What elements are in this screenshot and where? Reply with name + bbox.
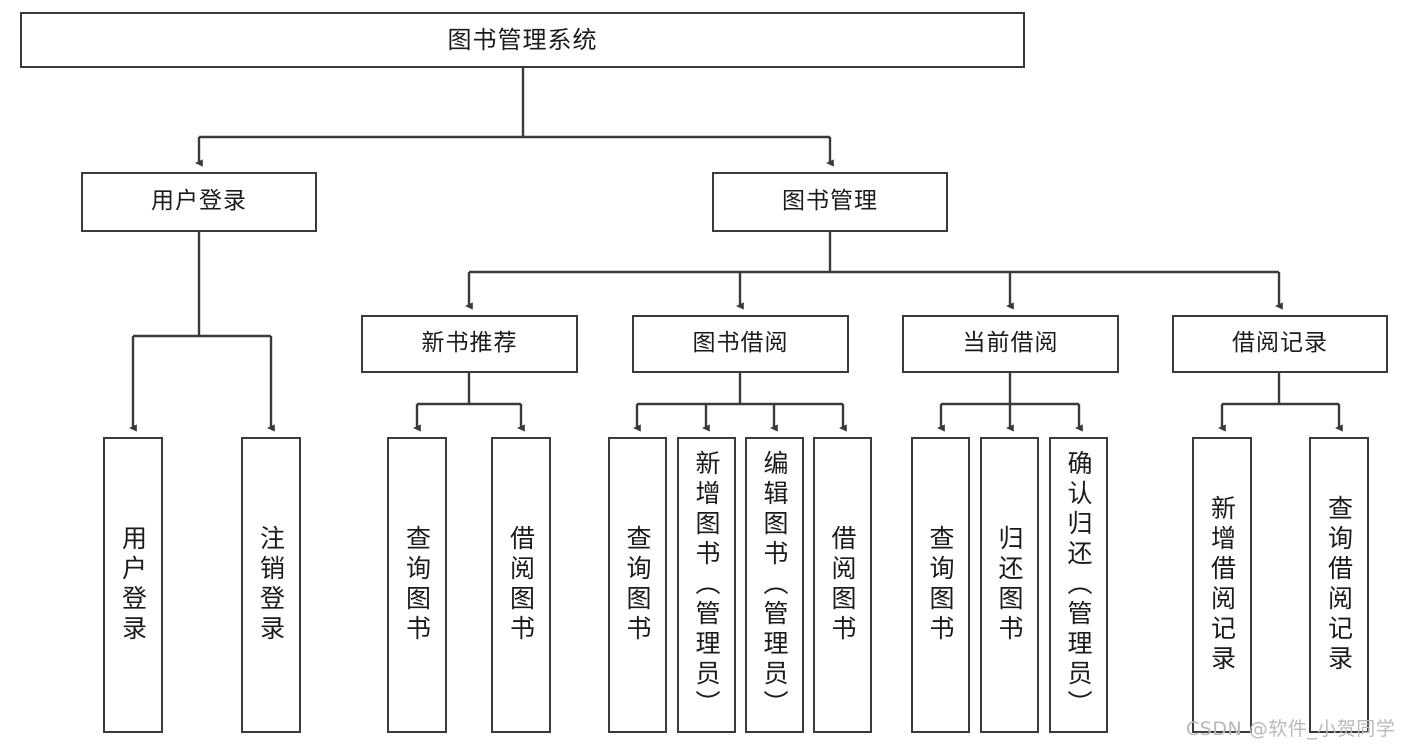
leaf-label: 借阅图书 bbox=[828, 525, 857, 645]
leaf-query-books-recommend[interactable]: 查询图书 bbox=[387, 437, 447, 733]
leaf-label: 注销登录 bbox=[256, 525, 286, 645]
leaf-label: 编辑图书（管理员） bbox=[760, 450, 789, 720]
node-label: 图书管理系统 bbox=[447, 25, 598, 54]
node-label: 新书推荐 bbox=[421, 330, 518, 357]
node-label: 用户登录 bbox=[151, 188, 247, 215]
node-label: 图书借阅 bbox=[692, 330, 789, 357]
leaf-label: 查询图书 bbox=[402, 525, 432, 645]
node-new-book-recommendation[interactable]: 新书推荐 bbox=[361, 315, 578, 373]
node-current-borrowing[interactable]: 当前借阅 bbox=[902, 315, 1119, 373]
node-borrow-records[interactable]: 借阅记录 bbox=[1172, 315, 1388, 373]
leaf-label: 新增图书（管理员） bbox=[692, 450, 721, 720]
leaf-confirm-return-admin[interactable]: 确认归还（管理员） bbox=[1049, 437, 1108, 733]
leaf-label: 归还图书 bbox=[995, 525, 1024, 645]
csdn-watermark: CSDN @软件_小贺同学 bbox=[1186, 718, 1396, 740]
leaf-query-borrow-record[interactable]: 查询借阅记录 bbox=[1309, 437, 1369, 733]
leaf-label: 借阅图书 bbox=[506, 525, 536, 645]
leaf-add-book-admin[interactable]: 新增图书（管理员） bbox=[677, 437, 736, 733]
leaf-logout[interactable]: 注销登录 bbox=[241, 437, 301, 733]
node-label: 借阅记录 bbox=[1232, 330, 1328, 357]
leaf-label: 查询借阅记录 bbox=[1324, 495, 1354, 675]
leaf-edit-book-admin[interactable]: 编辑图书（管理员） bbox=[745, 437, 804, 733]
leaf-add-borrow-record[interactable]: 新增借阅记录 bbox=[1192, 437, 1252, 733]
node-user-login[interactable]: 用户登录 bbox=[81, 172, 317, 232]
node-book-borrowing[interactable]: 图书借阅 bbox=[632, 315, 849, 373]
leaf-label: 新增借阅记录 bbox=[1207, 495, 1237, 675]
leaf-query-books-borrow[interactable]: 查询图书 bbox=[608, 437, 667, 733]
leaf-return-books[interactable]: 归还图书 bbox=[980, 437, 1039, 733]
leaf-borrow-books[interactable]: 借阅图书 bbox=[813, 437, 872, 733]
leaf-user-login[interactable]: 用户登录 bbox=[103, 437, 163, 733]
leaf-query-books-current[interactable]: 查询图书 bbox=[911, 437, 970, 733]
leaf-label: 查询图书 bbox=[926, 525, 955, 645]
node-label: 当前借阅 bbox=[962, 330, 1059, 357]
node-book-management-system[interactable]: 图书管理系统 bbox=[20, 12, 1025, 68]
node-label: 图书管理 bbox=[782, 188, 878, 215]
node-book-management[interactable]: 图书管理 bbox=[712, 172, 948, 232]
leaf-label: 确认归还（管理员） bbox=[1064, 450, 1093, 720]
leaf-borrow-books-recommend[interactable]: 借阅图书 bbox=[491, 437, 551, 733]
leaf-label: 用户登录 bbox=[118, 525, 148, 645]
leaf-label: 查询图书 bbox=[623, 525, 652, 645]
